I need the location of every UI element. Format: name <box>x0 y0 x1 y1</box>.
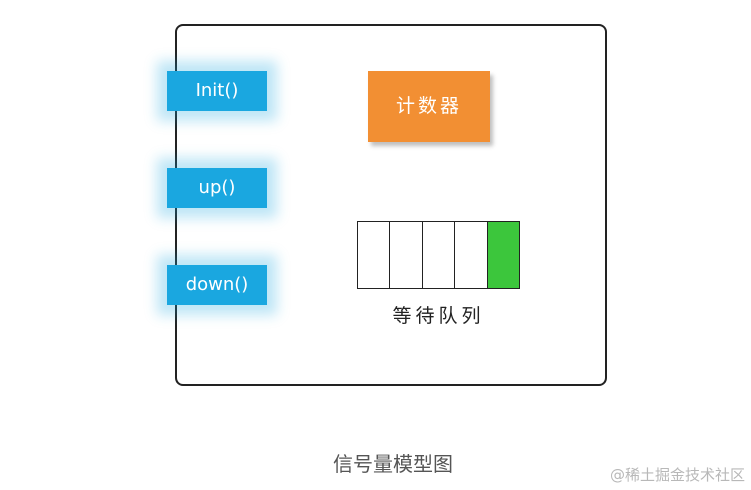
queue-slot-occupied <box>487 222 520 288</box>
waiting-queue <box>357 221 520 289</box>
counter-box: 计数器 <box>368 71 490 142</box>
queue-slot-empty <box>455 222 488 288</box>
up-method-box: up() <box>167 168 267 208</box>
init-method-box: Init() <box>167 71 267 111</box>
down-method-label: down() <box>185 274 249 295</box>
queue-slot-empty <box>390 222 423 288</box>
down-method-box: down() <box>167 265 267 305</box>
up-method-label: up() <box>198 177 236 198</box>
watermark: @稀土掘金技术社区 <box>609 466 745 484</box>
queue-slot-empty <box>422 222 456 288</box>
queue-slot-empty <box>358 222 391 288</box>
figure-caption: 信号量模型图 <box>333 452 453 476</box>
waiting-queue-label: 等待队列 <box>392 305 485 327</box>
init-method-label: Init() <box>195 80 239 101</box>
counter-label: 计数器 <box>395 95 462 117</box>
